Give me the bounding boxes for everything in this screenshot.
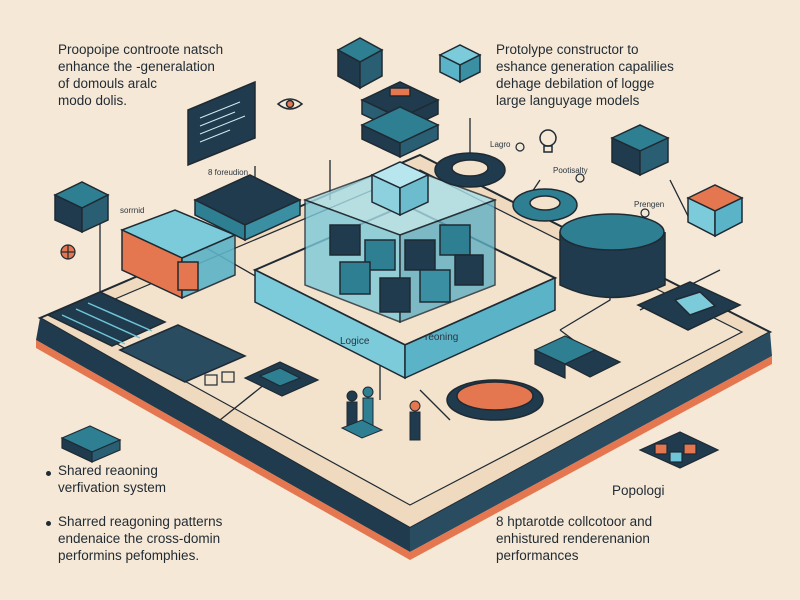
left-panel-label: 8 foreudion bbox=[208, 168, 249, 177]
bullet-line: performins pefomphies. bbox=[58, 548, 200, 563]
target-icon bbox=[60, 244, 76, 260]
top-right-description: Protolype constructor to eshance generat… bbox=[496, 41, 674, 109]
bullet-line: Sharred reagoning patterns bbox=[58, 514, 223, 529]
top-left-line: Proopoipe controote natsch bbox=[58, 42, 224, 57]
glass-box bbox=[120, 209, 237, 300]
bullet-marker bbox=[46, 521, 51, 526]
bottom-right-line: 8 hptarotde collcotoor and bbox=[496, 514, 653, 529]
top-right-line: dehage debilation of logge bbox=[496, 76, 655, 91]
cube-cluster bbox=[302, 161, 498, 324]
people-icons bbox=[340, 386, 421, 441]
bottom-right-line: enhistured renderenanion bbox=[496, 531, 650, 546]
bottom-right-description: 8 hptarotde collcotoor and enhistured re… bbox=[496, 513, 652, 564]
eye-icon bbox=[276, 98, 304, 110]
checkbox-icons bbox=[204, 371, 235, 386]
top-right-line: eshance generation capalilies bbox=[496, 59, 674, 74]
platform-front-label-a: Logice bbox=[340, 336, 370, 347]
hex-cluster bbox=[533, 335, 622, 379]
logo-a-label: Lagro bbox=[490, 140, 511, 149]
bottom-right-label: Popologi bbox=[612, 483, 665, 498]
bullet-cube-icon bbox=[60, 425, 122, 463]
bullet-line: endenaice the cross-domin bbox=[58, 531, 221, 546]
dot-icons bbox=[515, 142, 650, 218]
top-left-description: Proopoipe controote natsch enhance the -… bbox=[58, 41, 223, 109]
top-left-line: of domouls aralc bbox=[58, 76, 158, 91]
server-drum bbox=[559, 213, 666, 299]
right-side-label: Prengen bbox=[634, 200, 665, 209]
bullet-line: Shared reaoning bbox=[58, 463, 158, 478]
bottom-right-line: performances bbox=[496, 548, 579, 563]
left-cube bbox=[53, 181, 110, 234]
bullet-line: verfivation system bbox=[58, 480, 167, 495]
lightbulb-icon bbox=[539, 129, 557, 153]
gear-icon bbox=[434, 152, 578, 222]
platform-front-label-b: reoning bbox=[425, 332, 459, 343]
monitor bbox=[187, 80, 256, 167]
top-cubes bbox=[336, 37, 482, 159]
left-side-label: sorrnid bbox=[120, 206, 145, 215]
bullet-item: Shared reaoning verfivation system bbox=[58, 462, 166, 496]
bullet-marker bbox=[46, 471, 51, 476]
right-panel bbox=[636, 281, 742, 331]
flat-panel bbox=[193, 174, 302, 242]
small-cluster bbox=[243, 361, 320, 397]
top-left-line: modo dolis. bbox=[58, 93, 128, 108]
right-cubes bbox=[610, 124, 744, 238]
top-left-line: enhance the -generalation bbox=[58, 59, 215, 74]
grid-pad-left bbox=[46, 291, 247, 383]
hex-tile bbox=[638, 431, 720, 469]
top-right-line: large languyage models bbox=[496, 93, 640, 108]
top-right-line: Protolype constructor to bbox=[496, 42, 639, 57]
dish bbox=[446, 379, 544, 421]
logo-b-label: Pootisalty bbox=[553, 166, 588, 175]
bullet-item: Sharred reagoning patterns endenaice the… bbox=[58, 513, 222, 564]
